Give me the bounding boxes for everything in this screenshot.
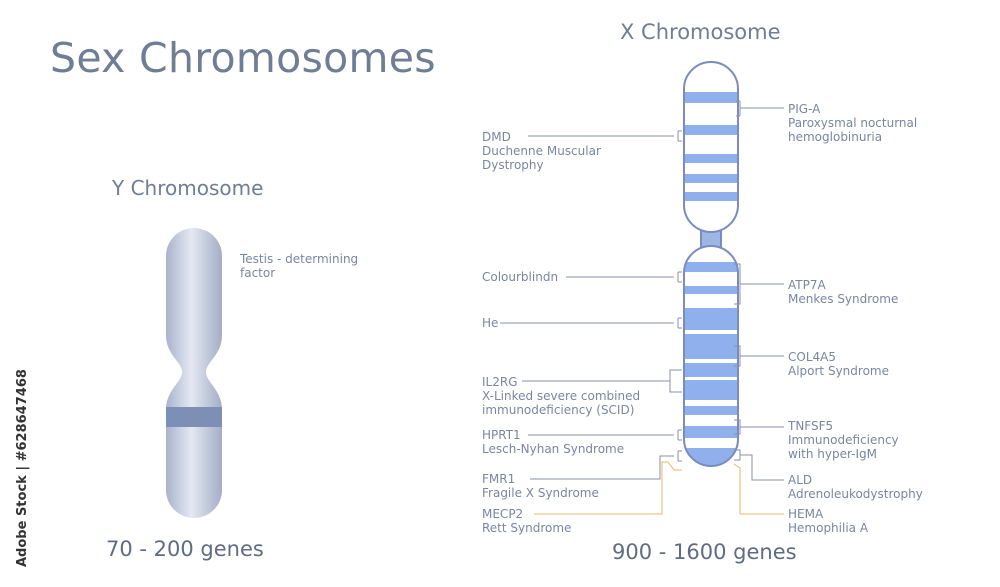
y-chromosome bbox=[166, 228, 222, 518]
page-title: Sex Chromosomes bbox=[50, 34, 436, 82]
label-line: HEMA bbox=[788, 507, 824, 521]
label-colourblind: Colourblindn bbox=[482, 270, 558, 284]
label-line: Testis - determining bbox=[239, 252, 358, 266]
left-leaders bbox=[500, 130, 682, 480]
label-line: He bbox=[482, 316, 498, 330]
x-band bbox=[684, 154, 738, 163]
label-line: Immunodeficiency bbox=[788, 433, 899, 447]
leader-tnfsf5 bbox=[734, 419, 784, 435]
x-gene-count: 900 - 1600 genes bbox=[612, 540, 797, 564]
x-chromosome bbox=[683, 61, 739, 467]
x-band bbox=[684, 334, 738, 359]
x-band bbox=[684, 286, 738, 294]
x-band bbox=[684, 363, 738, 377]
leader-il2rg bbox=[522, 369, 682, 393]
label-line: Adrenoleukodystrophy bbox=[788, 487, 923, 501]
leader-ald bbox=[734, 449, 784, 481]
leader-colourblind bbox=[566, 271, 682, 283]
label-line: MECP2 bbox=[482, 507, 523, 521]
label-line: HPRT1 bbox=[482, 428, 521, 442]
leader-he bbox=[500, 317, 682, 329]
label-line: IL2RG bbox=[482, 375, 518, 389]
label-line: Menkes Syndrome bbox=[788, 292, 898, 306]
label-line: ALD bbox=[788, 473, 812, 487]
label-line: hemoglobinuria bbox=[788, 130, 882, 144]
label-line: Hemophilia A bbox=[788, 521, 869, 535]
label-line: factor bbox=[240, 266, 275, 280]
label-line: Rett Syndrome bbox=[482, 521, 571, 535]
label-he: He bbox=[482, 316, 498, 330]
y-chromosome-body bbox=[166, 228, 222, 518]
x-band bbox=[684, 406, 738, 415]
leader-pig-a bbox=[736, 100, 784, 117]
x-arm-top bbox=[684, 62, 738, 232]
leader-col4a5 bbox=[734, 345, 784, 367]
label-line: Lesch-Nyhan Syndrome bbox=[482, 442, 624, 456]
y-chromosome-title: Y Chromosome bbox=[112, 176, 264, 200]
label-line: Paroxysmal nocturnal bbox=[788, 116, 917, 130]
x-chromosome-title: X Chromosome bbox=[620, 20, 781, 44]
label-line: Colourblindn bbox=[482, 270, 558, 284]
leader-mecp2 bbox=[534, 461, 682, 515]
leader-hema bbox=[733, 463, 784, 515]
label-line: Alport Syndrome bbox=[788, 364, 889, 378]
label-line: ATP7A bbox=[788, 278, 826, 292]
x-band bbox=[684, 262, 738, 272]
label-line: TNFSF5 bbox=[787, 419, 833, 433]
leader-hprt1 bbox=[528, 429, 682, 441]
label-line: with hyper-IgM bbox=[788, 447, 877, 461]
label-line: immunodeficiency (SCID) bbox=[482, 403, 634, 417]
label-line: X-Linked severe combined bbox=[482, 389, 640, 403]
x-band bbox=[684, 92, 738, 103]
y-gene-count: 70 - 200 genes bbox=[106, 537, 264, 561]
x-band bbox=[684, 426, 738, 438]
leader-fmr1 bbox=[530, 450, 682, 480]
x-band bbox=[684, 308, 738, 330]
right-leaders bbox=[734, 100, 784, 481]
x-band bbox=[684, 192, 738, 201]
label-line: Fragile X Syndrome bbox=[482, 486, 599, 500]
label-line: COL4A5 bbox=[788, 350, 836, 364]
leader-atp7a bbox=[734, 263, 784, 305]
label-line: Dystrophy bbox=[482, 158, 544, 172]
x-band bbox=[684, 380, 738, 400]
label-line: PIG-A bbox=[788, 102, 821, 116]
label-line: FMR1 bbox=[482, 472, 515, 486]
y-chromosome-band bbox=[166, 407, 222, 427]
x-band bbox=[684, 125, 738, 135]
x-band bbox=[684, 174, 738, 183]
leader-dmd bbox=[528, 130, 682, 142]
label-line: Duchenne Muscular bbox=[482, 144, 601, 158]
label-line: DMD bbox=[482, 130, 511, 144]
